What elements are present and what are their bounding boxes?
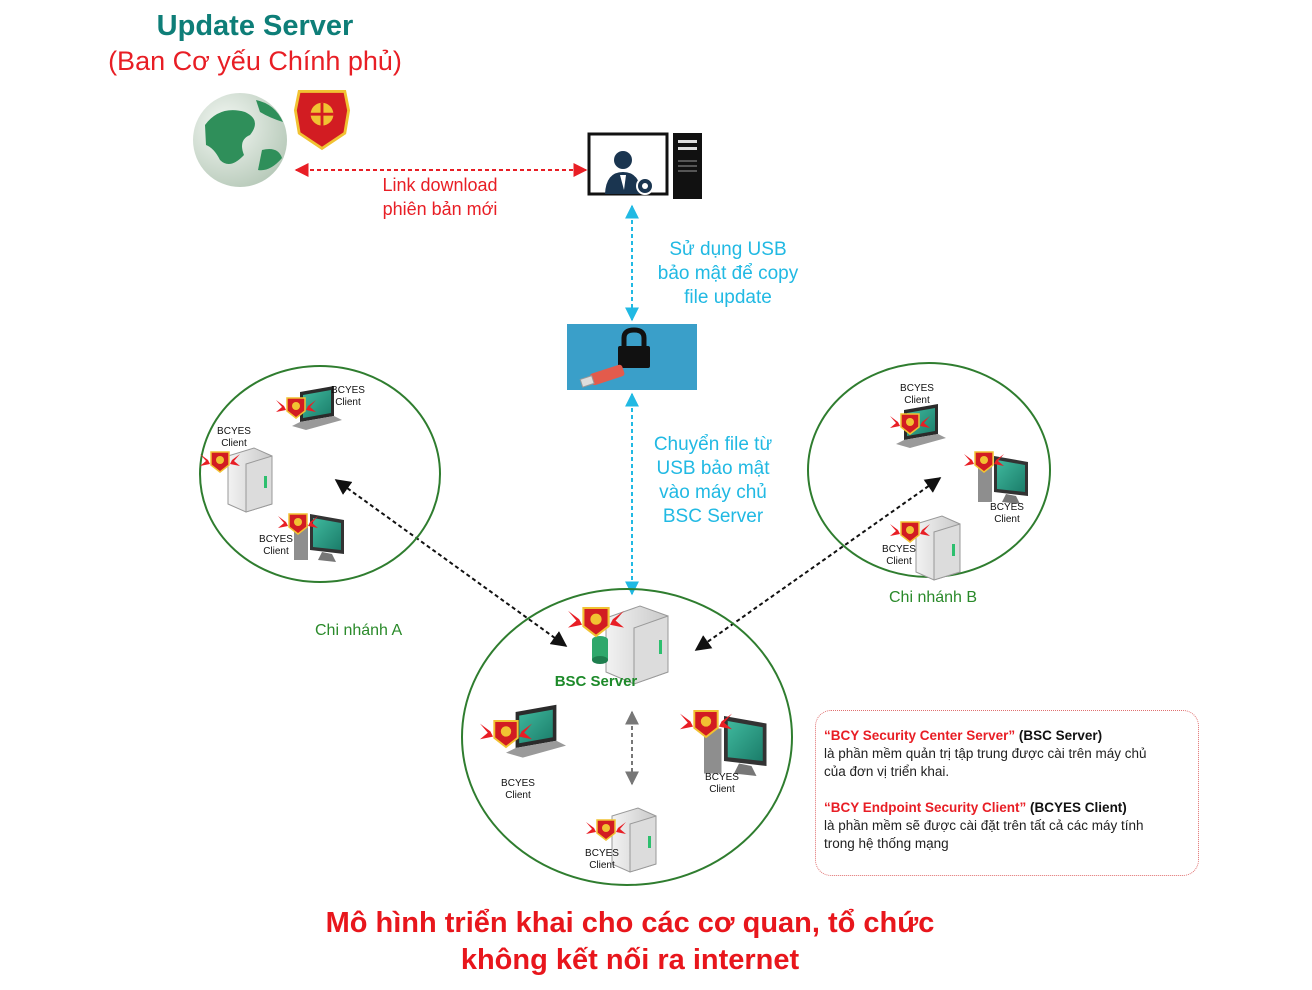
client-label-line: Client xyxy=(335,397,361,408)
client-label-line: Client xyxy=(709,784,735,795)
download-link-line: Link download xyxy=(382,175,498,195)
usb-transfer-line: vào máy chủ xyxy=(659,482,767,503)
branch-b-arrow xyxy=(694,477,942,651)
update-server-subtitle: (Ban Cơ yếu Chính phủ) xyxy=(108,46,402,76)
client-label-line: Client xyxy=(904,395,930,406)
client-label-line: BCYES xyxy=(900,383,934,394)
download-link-line: phiên bản mới xyxy=(382,199,498,219)
usb-transfer-line: USB bảo mật xyxy=(656,458,770,479)
branch-a-arrow xyxy=(334,479,568,647)
client-label-line: Client xyxy=(994,514,1020,525)
legend-abbrev: (BSC Server) xyxy=(1018,728,1103,743)
download-link-label: Link download phiên bản mới xyxy=(350,173,530,221)
branch-a-server xyxy=(227,447,273,513)
usb-transfer-line: BSC Server xyxy=(662,506,764,527)
client-label-line: BCYES xyxy=(331,385,365,396)
branch-b-label: Chi nhánh B xyxy=(889,589,978,606)
usb-transfer-label: Chuyển file từ USB bảo mật vào máy chủ B… xyxy=(628,433,798,529)
client-label-line: Client xyxy=(589,860,615,871)
branch-a-circle xyxy=(199,365,441,583)
client-label-line: BCYES xyxy=(217,426,251,437)
client-label-line: BCYES xyxy=(259,534,293,545)
bsc-server-label: BSC Server xyxy=(554,673,638,690)
admin-workstation-icon xyxy=(587,132,702,199)
legend-desc: trong hệ thống mạng xyxy=(824,836,949,851)
footer-title-line2: không kết nối ra internet xyxy=(460,944,800,976)
client-label-line: Client xyxy=(263,546,289,557)
legend-term: “BCY Endpoint Security Client” xyxy=(824,800,1027,815)
legend-desc: của đơn vị triển khai. xyxy=(824,764,950,779)
secure-usb-icon xyxy=(567,324,697,390)
branch-a-label: Chi nhánh A xyxy=(315,622,403,639)
client-label-line: Client xyxy=(886,556,912,567)
client-label-line: BCYES xyxy=(585,848,619,859)
legend-desc: là phần mềm sẽ được cài đặt trên tất cả … xyxy=(824,818,1144,833)
headquarters-circle xyxy=(461,588,793,886)
client-label-line: BCYES xyxy=(882,544,916,555)
update-server-title: Update Server xyxy=(156,10,354,42)
usb-copy-line: bảo mật để copy xyxy=(657,263,799,284)
globe-icon xyxy=(193,93,287,187)
legend-term: “BCY Security Center Server” xyxy=(824,728,1016,743)
client-label-line: BCYES xyxy=(501,778,535,789)
legend-desc: là phần mềm quản trị tập trung được cài … xyxy=(824,746,1147,761)
usb-copy-label: Sử dụng USB bảo mật để copy file update xyxy=(640,238,816,310)
legend-abbrev: (BCYES Client) xyxy=(1030,800,1127,815)
client-label-line: BCYES xyxy=(990,502,1024,513)
client-label-line: BCYES xyxy=(705,772,739,783)
footer-title-line1: Mô hình triển khai cho các cơ quan, tổ c… xyxy=(325,907,935,939)
client-label-line: Client xyxy=(505,790,531,801)
legend-item-bsc: “BCY Security Center Server” (BSC Server… xyxy=(824,727,1186,781)
legend-item-bcyes: “BCY Endpoint Security Client” (BCYES Cl… xyxy=(824,799,1186,853)
usb-copy-line: Sử dụng USB xyxy=(669,239,787,260)
usb-transfer-line: Chuyển file từ xyxy=(653,434,773,455)
emblem-icon xyxy=(293,89,351,151)
client-label-line: Client xyxy=(221,438,247,449)
legend-box: “BCY Security Center Server” (BSC Server… xyxy=(815,710,1199,876)
bsc-server-icon xyxy=(592,605,669,685)
usb-copy-line: file update xyxy=(684,287,772,308)
